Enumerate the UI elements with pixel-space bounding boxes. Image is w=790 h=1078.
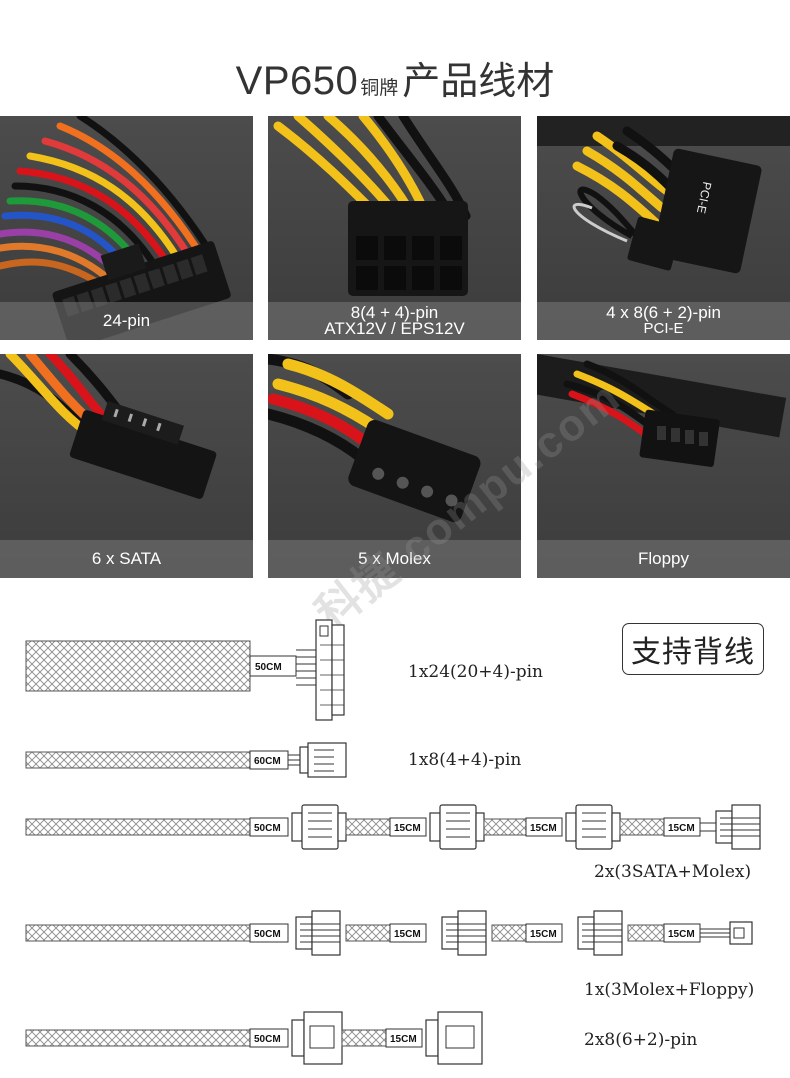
caption-line1: 24-pin (102, 311, 151, 330)
segment-length: 15CM (530, 929, 557, 940)
cable-label-sata: 2x(3SATA+Molex) (594, 862, 752, 882)
connector-sata-image (0, 354, 217, 499)
tile-caption: 5 x Molex (268, 540, 521, 578)
tile-caption: Floppy (537, 540, 790, 578)
connector-pcie-image: PCI-E (537, 116, 790, 274)
segment-length: 15CM (394, 929, 421, 940)
segment-length: 15CM (394, 823, 421, 834)
connector-8pin-image (273, 116, 471, 296)
caption-line1: 6 x SATA (91, 549, 162, 568)
cable-24pin: 50CM (25, 619, 345, 721)
tile-caption: 4 x 8(6 + 2)-pin PCI-E (537, 302, 790, 340)
cable-label-pcie: 2x8(6+2)-pin (584, 1030, 698, 1050)
cable-diagram: 50CM 60CM 50CM 15CM 15CM 15CM (25, 619, 761, 1065)
segment-length: 50CM (254, 823, 281, 834)
tile-caption: 24-pin (0, 302, 253, 340)
cable-label-24pin: 1x24(20+4)-pin (408, 662, 544, 682)
segment-length: 50CM (254, 1034, 281, 1045)
back-cable-badge: 支持背线 (622, 623, 764, 675)
subtitle-small: 铜牌 (360, 78, 399, 99)
caption-line1: 4 x 8(6 + 2)-pin (606, 303, 721, 322)
caption-line1: 5 x Molex (358, 549, 431, 568)
segment-length: 15CM (530, 823, 557, 834)
segment-length: 15CM (668, 929, 695, 940)
tile-sata: 6 x SATA (0, 354, 253, 578)
caption-line2: PCI-E (643, 320, 684, 337)
cable-label-molex: 1x(3Molex+Floppy) (584, 980, 755, 1000)
caption-line1: 8(4 + 4)-pin (350, 303, 439, 322)
segment-length: 50CM (254, 929, 281, 940)
caption-line1: Floppy (637, 549, 690, 568)
connector-floppy-image (537, 354, 787, 467)
cable-sata: 50CM 15CM 15CM 15CM (25, 804, 761, 850)
cable-molex: 50CM 15CM 15CM 15CM (25, 910, 753, 956)
segment-length: 60CM (254, 756, 281, 767)
tile-molex: 5 x Molex (268, 354, 521, 578)
pcie-connector-text: PCI-E (694, 181, 714, 215)
caption-line2: ATX12V / EPS12V (324, 319, 465, 338)
subtitle-big: 产品线材 (402, 61, 555, 103)
connector-molex-image (268, 354, 481, 523)
tile-8pin: 8(4 + 4)-pin ATX12V / EPS12V (268, 116, 521, 340)
tile-caption: 6 x SATA (0, 540, 253, 578)
tile-pcie: PCI-E 4 x 8(6 + 2)-pin PCI-E (537, 116, 790, 340)
tile-caption: 8(4 + 4)-pin ATX12V / EPS12V (268, 302, 521, 340)
cable-8pin: 60CM (25, 742, 347, 778)
segment-length: 15CM (668, 823, 695, 834)
tile-24pin: 24-pin (0, 116, 253, 340)
segment-length: 50CM (255, 662, 282, 673)
tile-floppy: Floppy (537, 354, 790, 578)
model-name: VP650 (235, 59, 359, 103)
cable-label-8pin: 1x8(4+4)-pin (408, 750, 522, 770)
segment-length: 15CM (390, 1034, 417, 1045)
cable-pcie: 50CM 15CM (25, 1011, 483, 1065)
